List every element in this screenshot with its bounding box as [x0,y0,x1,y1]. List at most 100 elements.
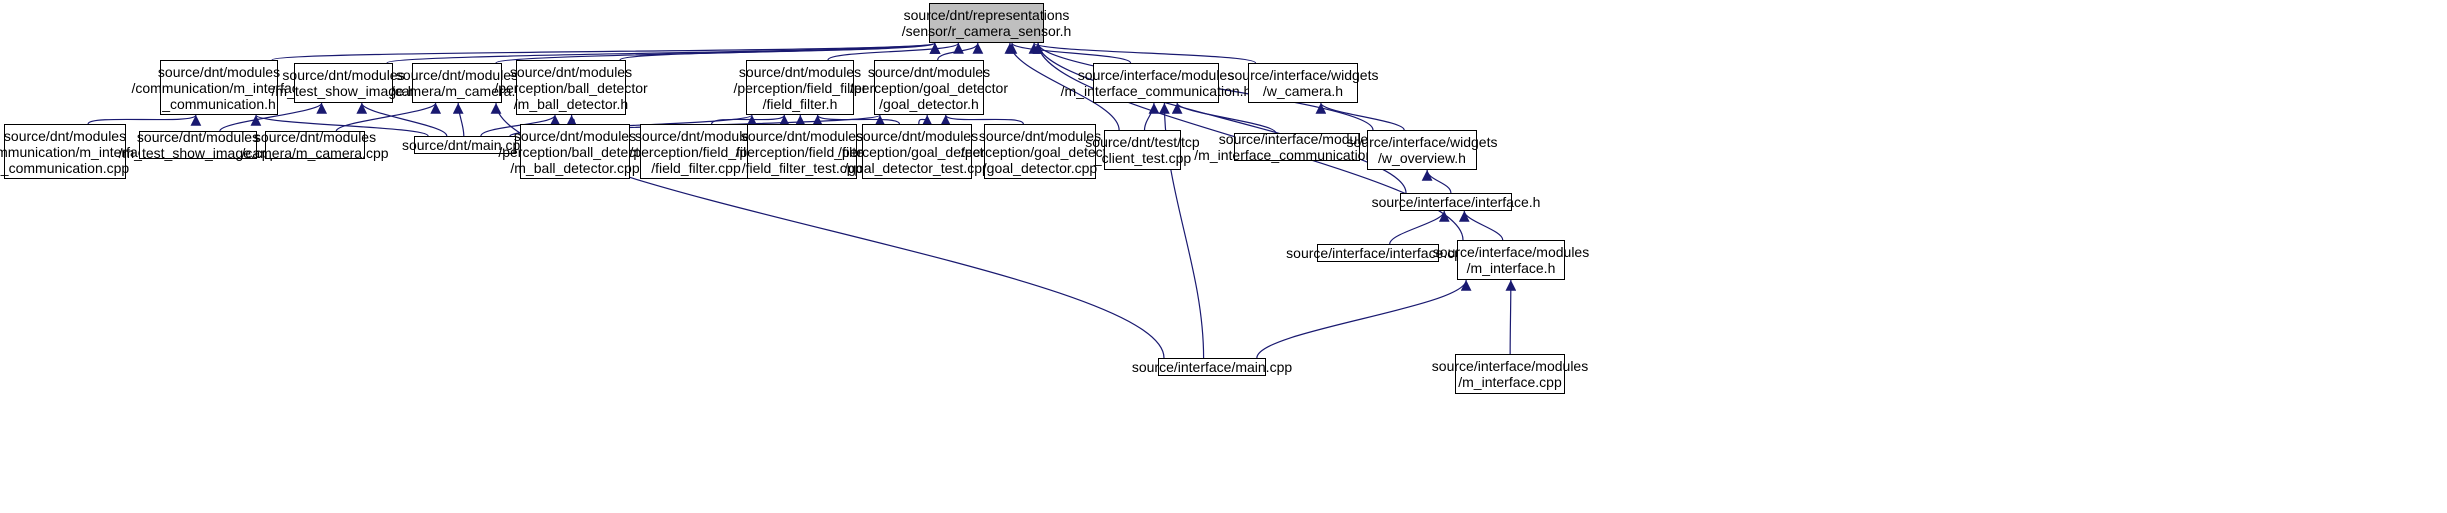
node-label-line: /m_interface_communication.h [1060,83,1252,99]
node-goal-h[interactable]: source/dnt/modules/perception/goal_detec… [850,60,1008,115]
edge-ifmain-cpp-to-minterface-h [1256,279,1472,359]
edge-main-cpp-to-ball-h [480,114,561,137]
node-ifcomm-h[interactable]: source/interface/modules/m_interface_com… [1061,63,1251,103]
node-overview-h[interactable]: source/interface/widgets/w_overview.h [1347,130,1497,170]
edge-interface-h-to-root [1032,42,1407,194]
node-label-line: source/dnt/main.cpp [401,137,529,153]
node-label-line: source/dnt/modules [282,67,405,83]
node-label-line: source/interface/modules [1218,131,1376,147]
edge-comm-h-to-root [271,42,940,61]
edge-interface-h-to-overview-h [1421,169,1452,194]
node-tcp-cpp[interactable]: source/dnt/test/tcp_client_test.cpp [1085,130,1200,170]
node-label-line: /goal_detector_test.cpp [844,159,990,176]
node-ifcomm-cpp[interactable]: source/interface/modules/m_interface_com… [1194,131,1399,163]
edge-ball-cpp-to-ball-h [566,114,578,126]
node-label-line: source/dnt/modules [740,127,864,144]
node-minterface-cpp[interactable]: source/interface/modules/m_interface.cpp [1432,354,1588,394]
node-label-line: /perception/ball_detector [498,143,652,160]
node-showimg-h[interactable]: source/dnt/modules/m_test_show_image.h [272,63,415,103]
node-label-line: source/dnt/modules [253,129,377,145]
node-field-test-cpp[interactable]: source/dnt/modules/perception/field_filt… [735,124,869,179]
node-label-line: source/dnt/modules [867,63,991,80]
node-showimg-cpp[interactable]: source/dnt/modules/m_test_show_image.cpp [119,129,278,161]
node-label-line: /perception/field_filter [735,143,869,160]
edge-field-cpp-to-field-h [711,114,790,126]
node-label-line: /perception/goal_detector [961,143,1119,160]
edge-ifcomm-h-to-root [1006,42,1132,64]
edge-goal-h-to-root [937,42,984,61]
edge-showimg-cpp-to-showimg-h [219,102,327,132]
node-label-line: /communication/m_interface [131,79,307,96]
node-label-line: /m_ball_detector.h [513,95,629,112]
node-label-line: source/interface/modules [1077,67,1235,83]
node-label-line: /goal_detector.h [879,95,979,112]
node-label-line: source/dnt/representations [903,7,1070,23]
node-minterface-h[interactable]: source/interface/modules/m_interface.h [1433,240,1589,280]
node-field-cpp[interactable]: source/dnt/modules/perception/field_filt… [629,124,763,179]
node-label-line: /w_camera.h [1262,83,1344,99]
node-label-line: source/dnt/modules [513,127,637,144]
node-label-line: /m_interface.cpp [1458,374,1562,390]
edge-overview-h-to-wcam-h [1315,102,1405,131]
node-label-line: source/dnt/test/tcp [1085,134,1200,150]
node-label-line: /camera/m_camera.cpp [241,145,389,161]
node-label-line: /m_test_show_image.h [271,83,416,99]
node-label-line: /field_filter.cpp [651,159,741,176]
node-label-line: source/dnt/modules [3,127,127,144]
node-interface-h[interactable]: source/interface/interface.h [1372,193,1540,211]
edge-goal-test-cpp-to-field-h [812,114,901,126]
node-label-line: source/interface/main.cpp [1131,359,1293,375]
node-label-line: /camera/m_camera.h [390,83,524,99]
edge-goal-cpp-to-goal-h [940,114,1024,126]
node-label-line: /field_filter_test.cpp [741,159,863,176]
node-camera-h[interactable]: source/dnt/modules/camera/m_camera.h [391,63,523,103]
node-goal-cpp[interactable]: source/dnt/modules/perception/goal_detec… [961,124,1119,179]
edge-minterface-cpp-to-minterface-h [1505,279,1517,355]
node-label-line: /communication/m_interface [0,143,153,160]
edge-ball-h-to-root [619,42,941,61]
edge-camera-cpp-to-camera-h [335,102,441,132]
edge-field-h-to-root [827,42,964,61]
edge-minterface-h-to-interface-h [1458,210,1504,241]
node-label-line: _communication.cpp [0,159,130,176]
node-main-cpp[interactable]: source/dnt/main.cpp [402,136,528,154]
node-label-line: /w_overview.h [1378,150,1466,166]
node-label-line: /m_ball_detector.cpp [510,159,640,176]
node-label-line: source/dnt/modules [395,67,519,83]
node-comm-h[interactable]: source/dnt/modules/communication/m_inter… [131,60,307,115]
node-label-line: /perception/field_filter [629,143,763,160]
edge-main-cpp-to-showimg-h [356,102,448,137]
edge-comm-cpp-to-comm-h [87,114,202,126]
edge-interface-cpp-to-interface-h [1389,210,1450,245]
node-field-h[interactable]: source/dnt/modules/perception/field_filt… [733,60,867,115]
node-label-line: /sensor/r_camera_sensor.h [901,23,1072,39]
node-label-line: /perception/field_filter [733,79,867,96]
node-label-line: source/interface/widgets [1346,134,1498,150]
node-label-line: /m_interface.h [1466,260,1556,276]
node-label-line: _communication.h [162,95,276,112]
node-label-line: /perception/ball_detector [494,79,648,96]
node-label-line: /field_filter.h [762,95,838,112]
node-wcam-h[interactable]: source/interface/widgets/w_camera.h [1228,63,1378,103]
node-camera-cpp[interactable]: source/dnt/modules/camera/m_camera.cpp [241,129,388,161]
edge-main-cpp-to-camera-h [452,102,465,137]
node-label-line: source/interface/modules [1431,358,1589,374]
node-ball-h[interactable]: source/dnt/modules/perception/ball_detec… [494,60,648,115]
node-goal-test-cpp[interactable]: source/dnt/modules/perception/goal_detec… [838,124,996,179]
node-label-line: source/interface/interface.cpp [1286,245,1470,261]
node-label-line: /m_interface_communication.cpp [1194,147,1400,163]
node-label-line: source/interface/interface.h [1371,194,1541,210]
node-interface-cpp[interactable]: source/interface/interface.cpp [1286,244,1470,262]
edge-ifcomm-cpp-to-ifcomm-h [1171,102,1277,134]
node-label-line: /perception/goal_detector [850,79,1008,96]
node-root[interactable]: source/dnt/representations/sensor/r_came… [902,3,1071,43]
node-label-line: source/interface/widgets [1227,67,1379,83]
node-ball-cpp[interactable]: source/dnt/modules/perception/ball_detec… [498,124,652,179]
node-label-line: source/dnt/modules [738,63,862,80]
node-label-line: source/dnt/modules [157,63,281,80]
node-ifmain-cpp[interactable]: source/interface/main.cpp [1132,358,1292,376]
node-comm-cpp[interactable]: source/dnt/modules/communication/m_inter… [0,124,153,179]
node-label-line: source/dnt/modules [136,129,260,145]
edge-tcp-cpp-to-root [1004,42,1120,131]
